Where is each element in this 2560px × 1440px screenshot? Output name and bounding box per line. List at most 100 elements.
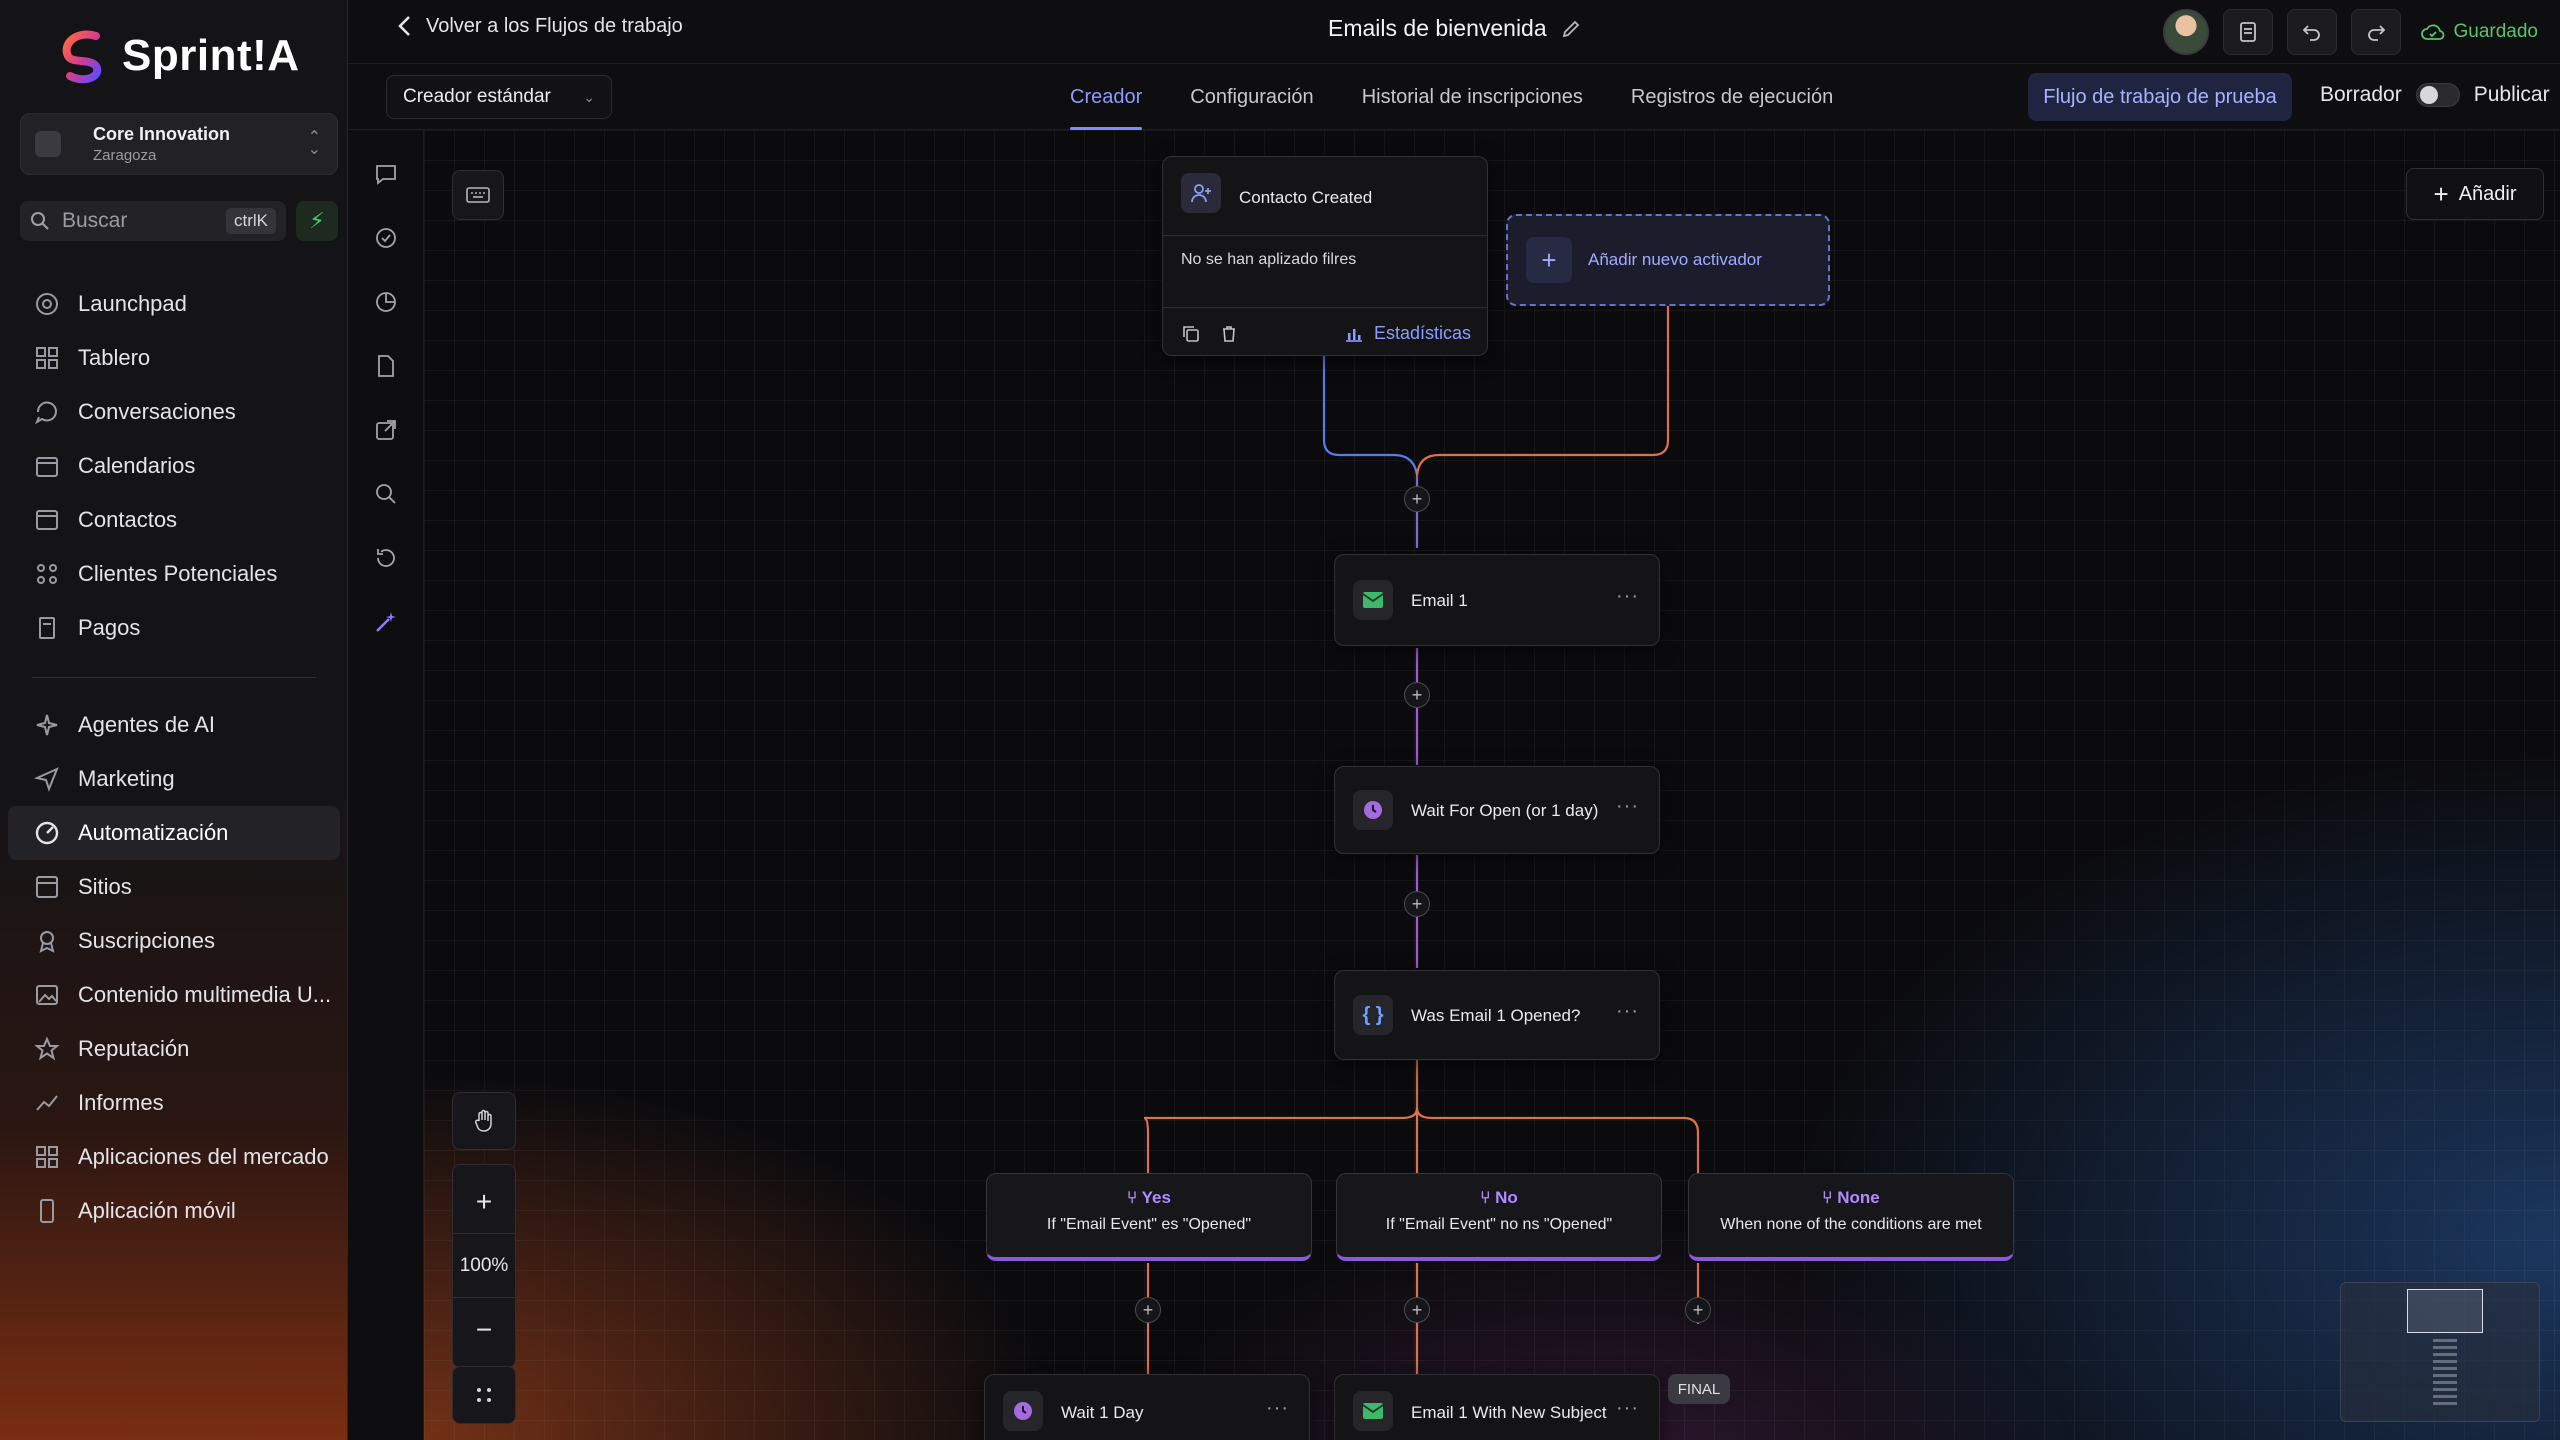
save-status: Guardado <box>2421 21 2538 43</box>
notes-button[interactable] <box>2223 9 2274 55</box>
tab-builder[interactable]: Creador <box>1070 64 1143 130</box>
minimap-viewport[interactable] <box>2407 1289 2483 1333</box>
sidebar-item-media[interactable]: Contenido multimedia U... <box>8 968 340 1022</box>
branch-icon: ⑂ <box>1127 1188 1142 1207</box>
step-node-wait[interactable]: Wait For Open (or 1 day) ··· <box>1334 766 1660 854</box>
zoom-controls: + 100% − <box>452 1164 516 1368</box>
sidebar-item-automation[interactable]: Automatización <box>8 806 340 860</box>
step-label: Was Email 1 Opened? <box>1411 1006 1581 1025</box>
sidebar-item-contacts[interactable]: Contactos <box>8 493 340 547</box>
contacts-icon <box>32 505 62 535</box>
undo-button[interactable] <box>2287 9 2338 55</box>
more-options-icon[interactable]: ··· <box>1266 1397 1289 1419</box>
zoom-level: 100% <box>453 1234 515 1298</box>
minimap[interactable] <box>2340 1282 2540 1422</box>
tab-settings[interactable]: Configuración <box>1190 85 1314 108</box>
magic-wand-icon <box>376 612 396 632</box>
pencil-icon[interactable] <box>1561 19 1581 39</box>
sidebar-item-label: Contactos <box>78 507 178 532</box>
more-options-icon[interactable]: ··· <box>1616 1397 1639 1419</box>
zoom-in-button[interactable]: + <box>453 1170 515 1234</box>
sidebar-item-dashboard[interactable]: Tablero <box>8 331 340 385</box>
share-tool[interactable] <box>370 414 402 446</box>
publish-toggle[interactable] <box>2415 83 2460 107</box>
sidebar-item-leads[interactable]: Clientes Potenciales <box>8 547 340 601</box>
copy-icon[interactable] <box>1181 324 1201 344</box>
sidebar-item-launchpad[interactable]: Launchpad <box>8 277 340 331</box>
branch-no[interactable]: ⑂ No If "Email Event" no ns "Opened" <box>1336 1173 1662 1261</box>
redo-button[interactable] <box>2351 9 2402 55</box>
fit-view-button[interactable] <box>452 1366 516 1424</box>
keyboard-shortcuts-button[interactable] <box>452 170 504 220</box>
sidebar-item-payments[interactable]: Pagos <box>8 601 340 655</box>
add-step-button[interactable]: + <box>1404 891 1430 917</box>
search-shortcut: ctrlK <box>226 208 276 234</box>
brand-logo[interactable]: Sprint!A <box>56 26 300 86</box>
sidebar-item-subscriptions[interactable]: Suscripciones <box>8 914 340 968</box>
add-step-button[interactable]: + <box>1404 1297 1430 1323</box>
sidebar-item-conversations[interactable]: Conversaciones <box>8 385 340 439</box>
add-step-button[interactable]: + <box>1404 682 1430 708</box>
more-options-icon[interactable]: ··· <box>1616 1000 1639 1022</box>
automation-icon <box>32 818 62 848</box>
back-to-workflows-link[interactable]: Volver a los Flujos de trabajo <box>396 14 683 38</box>
branch-none[interactable]: ⑂ None When none of the conditions are m… <box>1688 1173 2014 1261</box>
trash-icon[interactable] <box>1219 324 1239 344</box>
tool-rail <box>348 130 424 1440</box>
tab-enrollment-history[interactable]: Historial de inscripciones <box>1361 85 1583 108</box>
step-node-wait-day[interactable]: Wait 1 Day ··· <box>984 1374 1310 1440</box>
add-trigger-button[interactable]: + Añadir nuevo activador <box>1506 214 1830 306</box>
sidebar-item-calendars[interactable]: Calendarios <box>8 439 340 493</box>
more-options-icon[interactable]: ··· <box>1616 585 1639 607</box>
branch-name: ⑂ No <box>1480 1188 1518 1207</box>
sidebar-item-label: Launchpad <box>78 291 187 316</box>
quick-actions-button[interactable]: ⚡ <box>296 201 338 241</box>
search-input[interactable]: Buscar ctrlK <box>20 201 286 241</box>
statistics-button[interactable]: Estadísticas <box>1344 323 1471 344</box>
account-switcher[interactable]: Core Innovation Zaragoza ⌃⌄ <box>20 113 338 175</box>
sidebar-item-reputation[interactable]: Reputación <box>8 1022 340 1076</box>
save-status-text: Guardado <box>2453 21 2538 42</box>
stats-tool[interactable] <box>370 286 402 318</box>
sidebar-item-mobile-app[interactable]: Aplicación móvil <box>8 1184 340 1238</box>
step-node-email-new-subject[interactable]: Email 1 With New Subject ··· <box>1334 1374 1660 1440</box>
add-step-button[interactable]: + <box>1404 486 1430 512</box>
workflow-title[interactable]: Emails de bienvenida <box>1328 15 1581 42</box>
trigger-node[interactable]: Contacto Created No se han aplizado filr… <box>1162 156 1488 356</box>
sidebar-item-marketing[interactable]: Marketing <box>8 752 340 806</box>
builder-mode-select[interactable]: Creador estándar ⌄ <box>386 75 612 119</box>
media-icon <box>32 980 62 1010</box>
more-options-icon[interactable]: ··· <box>1616 795 1639 817</box>
test-workflow-button[interactable]: Flujo de trabajo de prueba <box>2028 73 2292 121</box>
sidebar-item-sites[interactable]: Sitios <box>8 860 340 914</box>
history-tool[interactable] <box>370 542 402 574</box>
add-step-button[interactable]: + <box>1135 1297 1161 1323</box>
building-icon <box>35 131 61 157</box>
sidebar-item-ai-agents[interactable]: Agentes de AI <box>8 698 340 752</box>
ai-builder-tool[interactable] <box>370 606 402 638</box>
sidebar-item-label: Marketing <box>78 766 175 791</box>
tab-execution-logs[interactable]: Registros de ejecución <box>1630 85 1834 108</box>
hand-icon <box>474 1109 492 1132</box>
add-button[interactable]: + Añadir <box>2406 168 2544 220</box>
add-step-button[interactable]: + <box>1685 1297 1711 1323</box>
zoom-out-button[interactable]: − <box>453 1298 515 1362</box>
branch-yes[interactable]: ⑂ Yes If "Email Event" es "Opened" <box>986 1173 1312 1261</box>
comment-icon <box>376 165 396 185</box>
sidebar-nav-primary: Launchpad Tablero Conversaciones Calenda… <box>8 277 340 1238</box>
search-tool[interactable] <box>370 478 402 510</box>
workflow-canvas[interactable]: + Añadir Contacto Created No se han apli… <box>424 130 2560 1440</box>
comment-tool[interactable] <box>370 158 402 190</box>
account-location: Zaragoza <box>93 147 157 164</box>
check-tool[interactable] <box>370 222 402 254</box>
hand-tool-button[interactable] <box>452 1092 516 1150</box>
step-label: Wait For Open (or 1 day) <box>1411 801 1599 820</box>
bolt-icon: ⚡ <box>309 208 325 233</box>
sidebar-item-marketplace[interactable]: Aplicaciones del mercado <box>8 1130 340 1184</box>
sidebar-item-reports[interactable]: Informes <box>8 1076 340 1130</box>
avatar[interactable] <box>2163 9 2210 55</box>
document-tool[interactable] <box>370 350 402 382</box>
branch-name: ⑂ Yes <box>1127 1188 1171 1207</box>
step-node-email[interactable]: Email 1 ··· <box>1334 554 1660 646</box>
step-node-condition[interactable]: { } Was Email 1 Opened? ··· <box>1334 970 1660 1060</box>
